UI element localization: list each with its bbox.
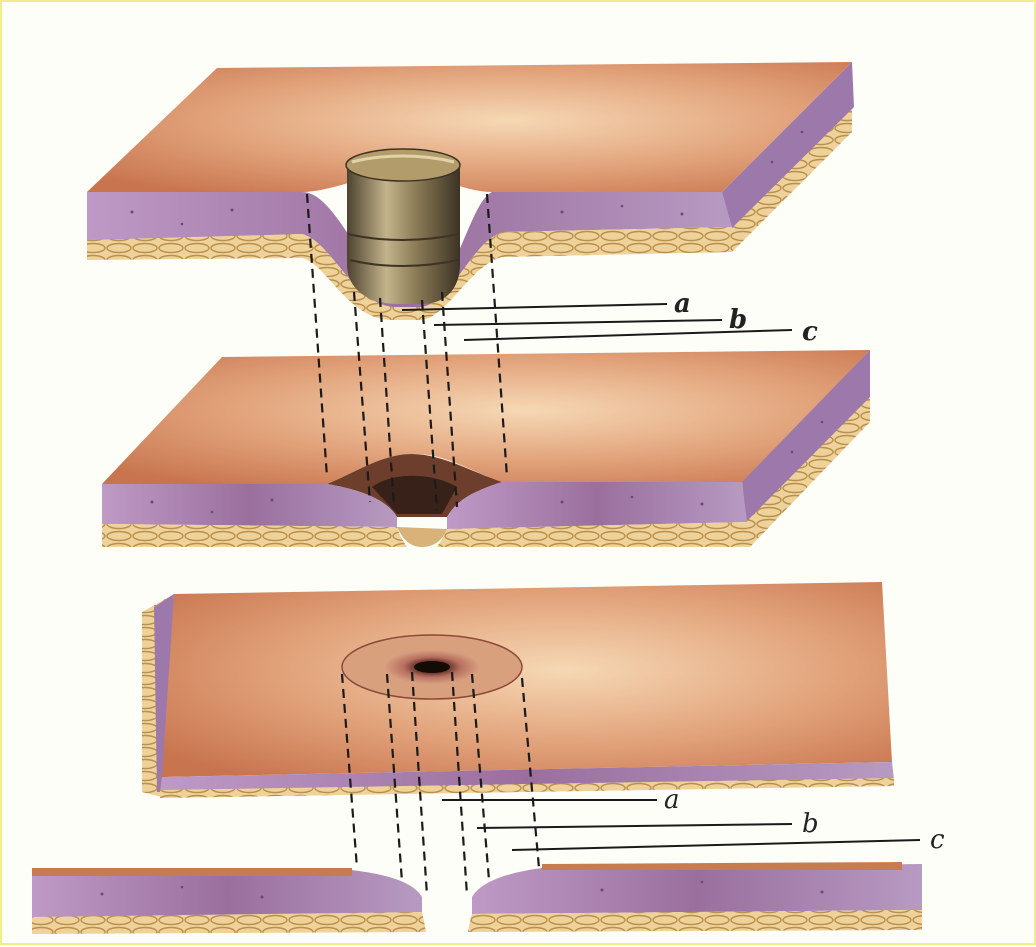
- label-lower-c: c: [930, 825, 945, 855]
- panel2-dermis-left: [102, 484, 397, 527]
- panel3-wound-hole: [414, 661, 450, 673]
- panel-bottom-cross-section: [32, 862, 922, 934]
- label-upper-b: b: [729, 305, 747, 335]
- panel4-dermis-right: [472, 864, 922, 914]
- label-leaders-lower: [442, 800, 920, 850]
- panel-cross-section-wound: [102, 350, 870, 547]
- panel-surface-view: [142, 582, 894, 798]
- panel2-fat-left: [102, 524, 407, 547]
- panel-bullet-entering: [87, 62, 854, 320]
- label-lower-b: b: [802, 809, 819, 839]
- panel1-skin-surface: [87, 62, 852, 192]
- panel4-skin-right: [542, 862, 902, 870]
- label-upper-c: c: [802, 317, 818, 347]
- label-lower-a: a: [664, 785, 680, 815]
- panel2-skin-surface: [102, 350, 870, 484]
- panel4-dermis-left: [32, 870, 422, 920]
- panel4-skin-left: [32, 868, 352, 876]
- panel3-skin-surface: [162, 582, 892, 777]
- label-upper-a: a: [674, 289, 691, 319]
- bullet: [346, 149, 460, 304]
